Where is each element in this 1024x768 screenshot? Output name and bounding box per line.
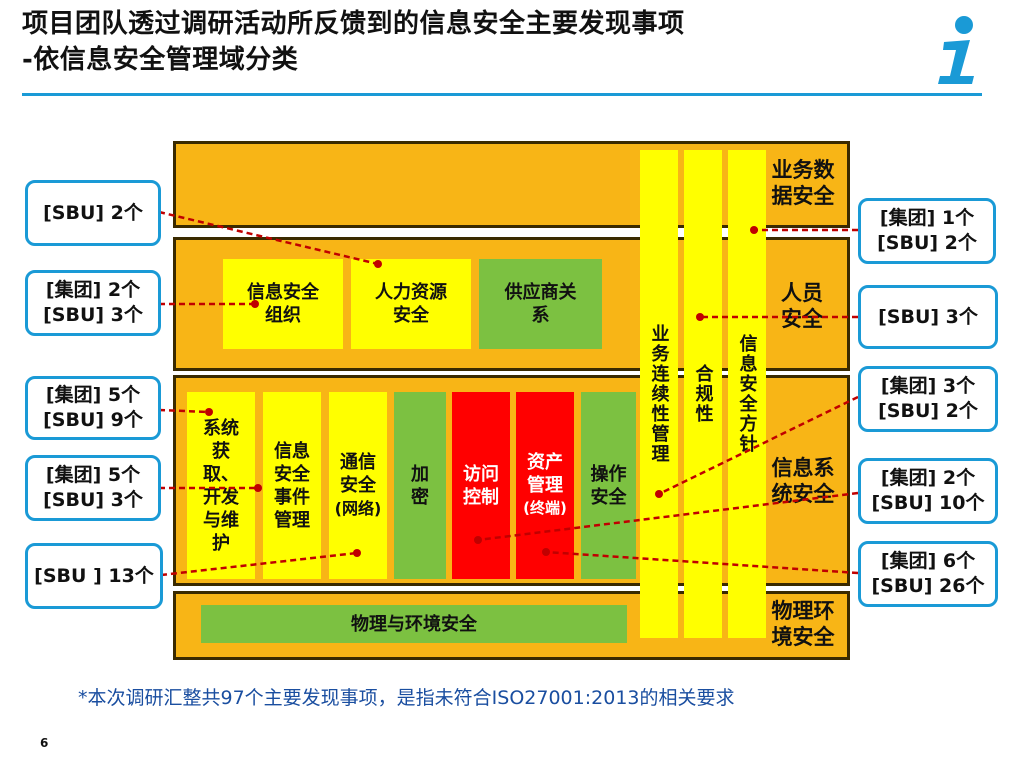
callout-asset: [集团] 6个 [SBU] 26个	[858, 541, 998, 607]
callout-comm: [SBU ] 13个	[25, 543, 163, 609]
domain-info-system: 信息系统安全	[771, 456, 835, 506]
callout-hr: [SBU] 2个	[25, 180, 161, 246]
box-operations-security: 操作安全	[581, 392, 636, 579]
box-comm-security: 通信安全 (网络)	[329, 392, 387, 579]
callout-access: [集团] 2个 [SBU] 10个	[858, 458, 998, 524]
box-asset-mgmt: 资产管理 (终端)	[516, 392, 574, 579]
page-number: 6	[40, 736, 49, 750]
box-security-policy: 信息安全方针	[728, 150, 766, 638]
box-access-control: 访问控制	[452, 392, 510, 579]
box-cryptography: 加密	[394, 392, 446, 579]
domain-personnel: 人员安全	[781, 281, 823, 331]
box-supplier-relations: 供应商关系	[479, 259, 602, 349]
footnote: *本次调研汇整共97个主要发现事项，是指未符合ISO27001:2013的相关要…	[78, 687, 735, 709]
box-human-resources: 人力资源安全	[351, 259, 471, 349]
domain-physical: 物理环境安全	[771, 599, 835, 649]
box-incident-mgmt: 信息安全事件管理	[263, 392, 321, 579]
callout-compliance: [SBU] 3个	[858, 285, 998, 349]
callout-system-dev: [集团] 5个 [SBU] 9个	[25, 376, 161, 440]
title-line-2: -依信息安全管理域分类	[22, 45, 299, 75]
callout-incident: [集团] 5个 [SBU] 3个	[25, 455, 161, 521]
title-divider	[22, 93, 982, 96]
box-business-continuity: 业务连续性管理	[640, 150, 678, 638]
callout-policy: [集团] 1个 [SBU] 2个	[858, 198, 996, 264]
box-system-dev: 系统获取、开发与维护	[187, 392, 255, 579]
title-line-1: 项目团队透过调研活动所反馈到的信息安全主要发现事项	[22, 9, 685, 39]
box-info-security-org: 信息安全组织	[223, 259, 343, 349]
info-icon	[938, 16, 974, 84]
callout-bcm: [集团] 3个 [SBU] 2个	[858, 366, 998, 432]
callout-org: [集团] 2个 [SBU] 3个	[25, 270, 161, 336]
domain-business-data: 业务数据安全	[771, 158, 835, 208]
page-title: 项目团队透过调研活动所反馈到的信息安全主要发现事项 -依信息安全管理域分类	[22, 6, 922, 78]
box-physical-env: 物理与环境安全	[201, 605, 627, 643]
box-compliance: 合规性	[684, 150, 722, 638]
